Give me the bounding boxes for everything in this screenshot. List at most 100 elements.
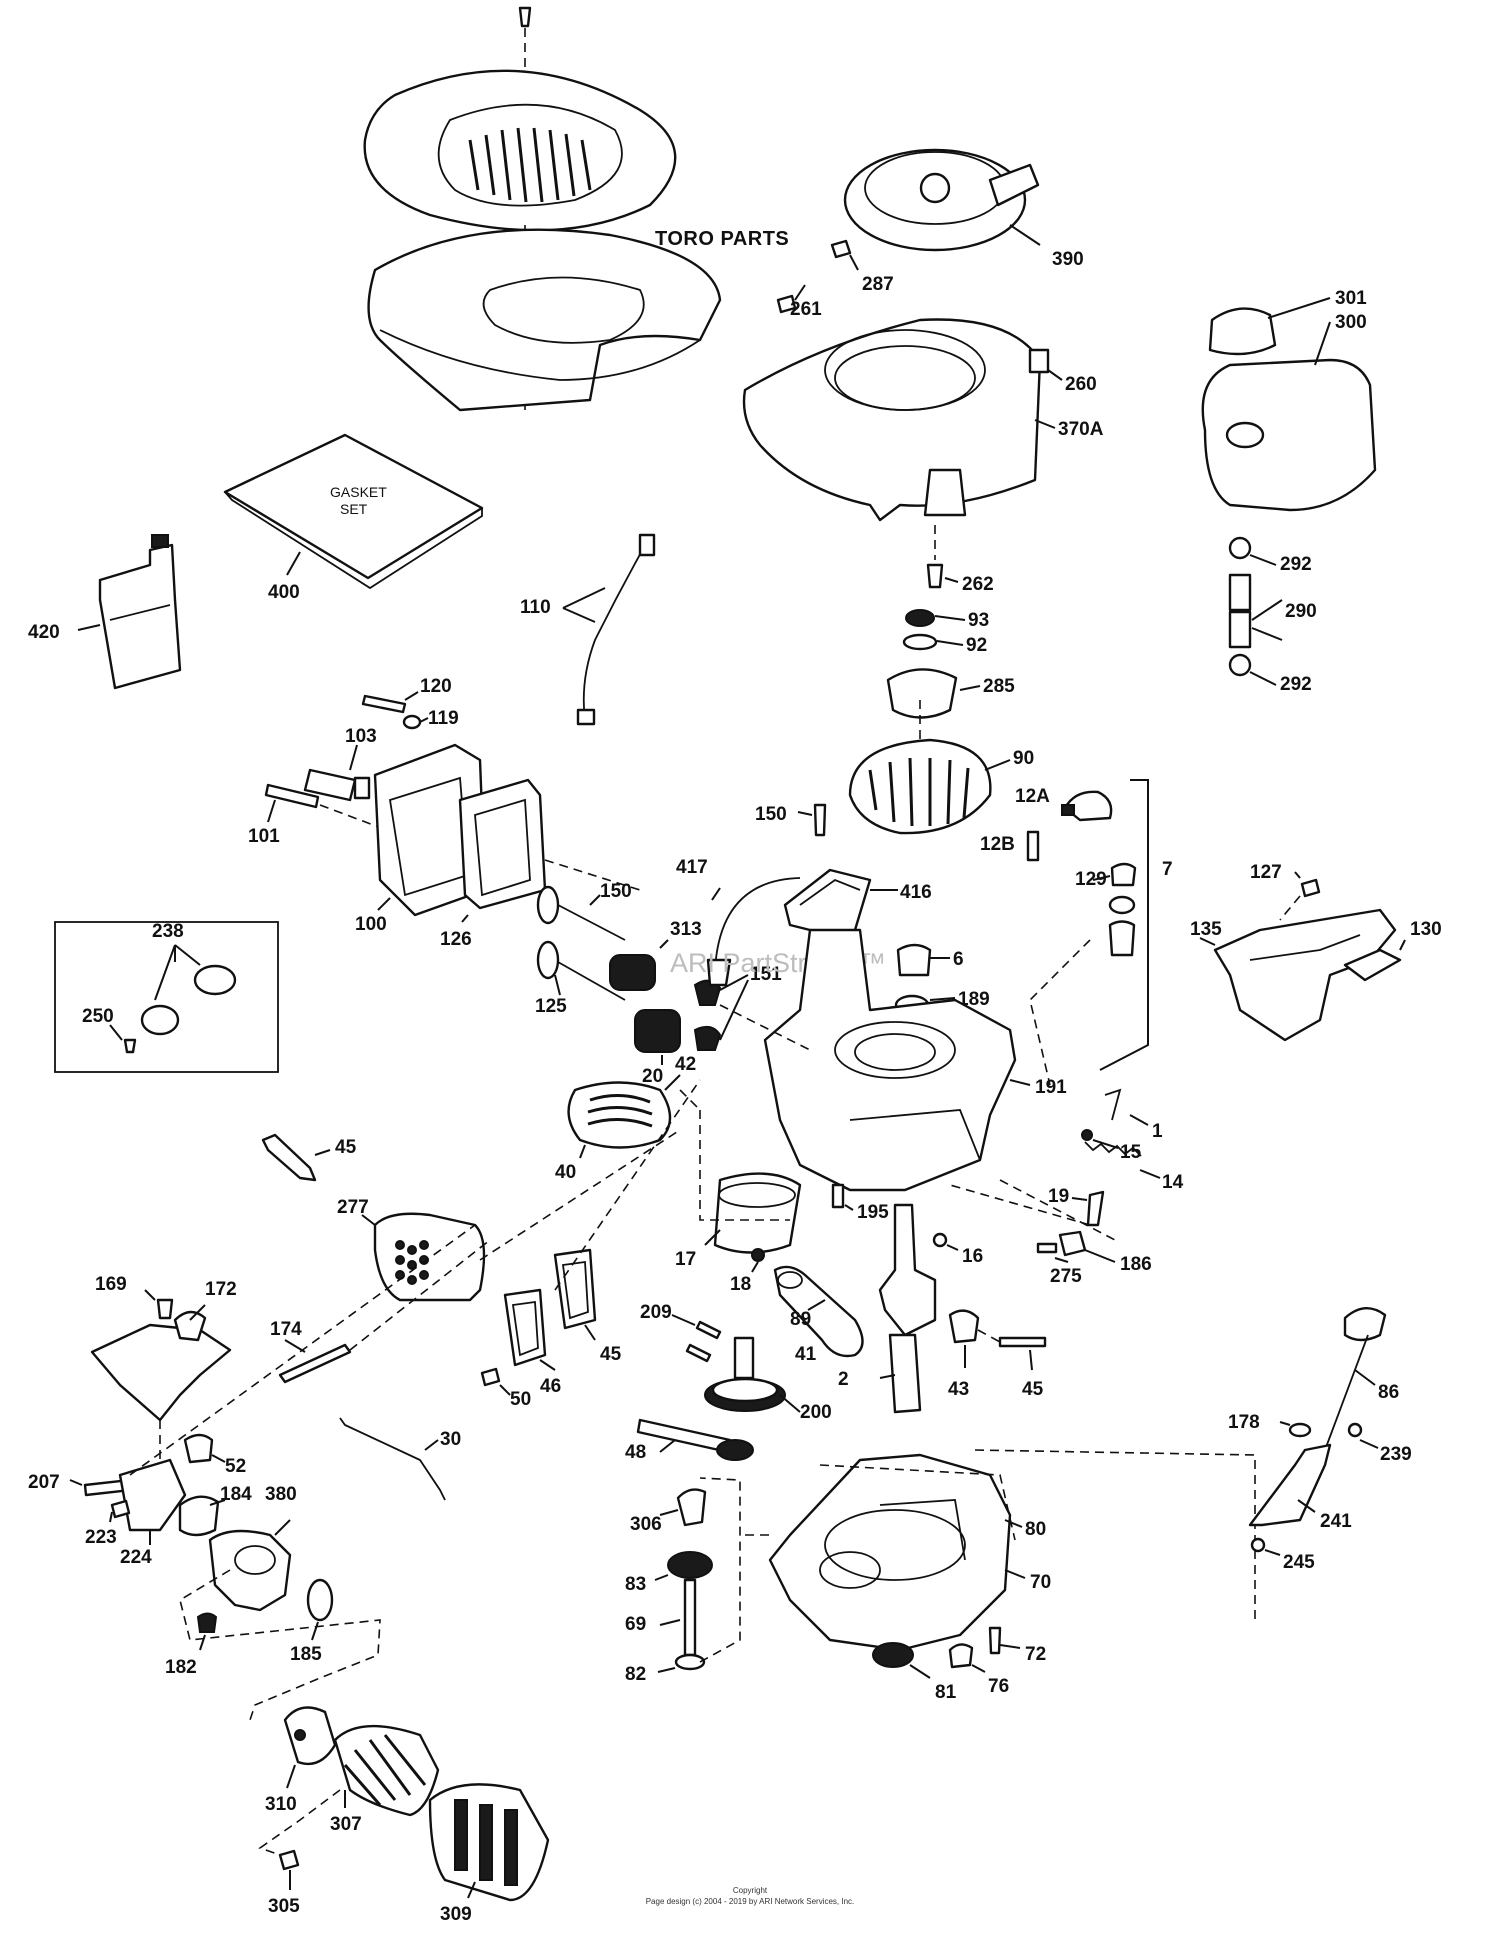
svg-text:GASKET: GASKET xyxy=(330,484,387,500)
part-number-label: 250 xyxy=(82,1006,114,1027)
part-number-label: 285 xyxy=(983,676,1015,697)
pin-2-icon xyxy=(831,1183,854,1211)
filter-element-icon xyxy=(333,1725,440,1817)
bolt-46-icon xyxy=(998,1336,1047,1371)
part-number-label: 119 xyxy=(428,708,459,729)
drain-plug-icon xyxy=(948,1643,986,1673)
part-number-label: 120 xyxy=(420,676,452,697)
part-number-label: 48 xyxy=(625,1442,646,1463)
valve-126-icon xyxy=(536,885,626,941)
part-number-label: 290 xyxy=(1285,601,1317,622)
part-number-label: 15 xyxy=(1120,1142,1142,1163)
ignition-coil-icon xyxy=(706,868,898,987)
part-number-label: 76 xyxy=(988,1676,1009,1697)
part-number-label: 130 xyxy=(1410,919,1442,940)
part-number-label: 262 xyxy=(962,574,994,595)
svg-text:SET: SET xyxy=(340,501,368,517)
part-416-icon xyxy=(140,944,237,1036)
fuel-cap-icon xyxy=(1208,297,1331,356)
part-number-label: 52 xyxy=(225,1456,246,1477)
screw-182-icon xyxy=(109,1499,131,1523)
part-number-label: 20 xyxy=(642,1066,663,1087)
part-number-label: 174 xyxy=(270,1319,302,1340)
part-number-label: 92 xyxy=(966,635,987,656)
part-number-label: 184 xyxy=(220,1484,252,1505)
part-number-label: 370A xyxy=(1058,419,1104,440)
part-number-label: 12B xyxy=(980,834,1015,855)
push-rod-52-icon xyxy=(636,1418,754,1461)
spark-plug-icon xyxy=(303,744,371,802)
brake-12A-icon xyxy=(1061,790,1113,822)
part-number-label: 277 xyxy=(337,1197,369,1218)
gasket-184-icon xyxy=(178,1495,226,1537)
part-number-label: 306 xyxy=(630,1514,662,1535)
screw-103-icon xyxy=(797,803,827,837)
part-number-label: 101 xyxy=(248,826,280,847)
washer-127-icon xyxy=(402,714,429,730)
screw-309-icon xyxy=(1347,1422,1379,1449)
part-number-label: 380 xyxy=(265,1484,297,1505)
part-number-label: 300 xyxy=(1335,312,1367,333)
part-number-label: 18 xyxy=(730,1274,751,1295)
copyright-line-2: Page design (c) 2004 - 2019 by ARI Netwo… xyxy=(645,1897,855,1906)
part-number-label: 186 xyxy=(1120,1254,1152,1275)
o-ring-306-icon xyxy=(1250,1537,1281,1556)
part-number-label: 245 xyxy=(1283,1552,1315,1573)
part-number-label: 200 xyxy=(800,1402,832,1423)
part-number-label: 45 xyxy=(600,1344,622,1365)
part-number-label: 103 xyxy=(345,726,377,747)
rod-277-icon xyxy=(278,1339,352,1384)
blower-housing-icon xyxy=(742,318,1056,522)
lever-16-icon xyxy=(1071,1190,1105,1227)
part-number-label: 110 xyxy=(520,597,551,618)
muffler-icon xyxy=(361,1212,486,1302)
part-number-label: 390 xyxy=(1052,249,1084,270)
screw-189-icon xyxy=(1294,871,1321,898)
screw-209-icon xyxy=(144,1289,174,1320)
valve-spring-upper-icon xyxy=(609,939,669,991)
part-number-label: 81 xyxy=(935,1682,957,1703)
flywheel-nut-icon xyxy=(905,609,966,627)
part-number-label: 185 xyxy=(290,1644,322,1665)
carburetor-icon xyxy=(208,1519,292,1612)
dipstick-tube-icon xyxy=(1248,1443,1332,1527)
seal-239-icon xyxy=(306,1578,334,1641)
control-bracket-icon xyxy=(90,1304,232,1422)
part-number-label: 19 xyxy=(1048,1186,1069,1207)
gasket-69-icon xyxy=(819,1464,1023,1541)
dipstick-cap-icon xyxy=(1324,1307,1387,1451)
screw-287-icon xyxy=(830,239,859,271)
part-number-label: 239 xyxy=(1380,1444,1412,1465)
nut-178-icon xyxy=(196,1612,218,1651)
crankcase-cover-icon xyxy=(768,1453,1026,1652)
part-number-label: 30 xyxy=(440,1429,461,1450)
part-number-label: 40 xyxy=(555,1162,576,1183)
cam-gear-icon xyxy=(704,1336,801,1413)
part-number-label: 69 xyxy=(625,1614,646,1635)
part-number-label: 70 xyxy=(1030,1572,1051,1593)
part-number-label: 41 xyxy=(795,1344,817,1365)
part-number-label: 275 xyxy=(1050,1266,1082,1287)
spring-12B-icon xyxy=(1026,830,1040,862)
part-number-label: 93 xyxy=(968,610,989,631)
part-number-label: 151 xyxy=(750,964,782,985)
screw-261-icon xyxy=(776,284,806,314)
screw-262-icon xyxy=(926,563,959,589)
part-number-label: 150 xyxy=(600,881,632,902)
part-number-label: 125 xyxy=(535,996,567,1017)
crankshaft-icon xyxy=(878,1203,937,1414)
washer-14-icon xyxy=(1081,1129,1119,1149)
spring-19-icon xyxy=(1084,1141,1161,1179)
part-number-label: 209 xyxy=(640,1302,672,1323)
part-number-label: 292 xyxy=(1280,554,1312,575)
part-number-label: 82 xyxy=(625,1664,646,1685)
part-number-label: 417 xyxy=(676,857,708,878)
part-number-label: 6 xyxy=(953,949,964,970)
recoil-starter-icon xyxy=(843,148,1041,252)
head-gasket-icon xyxy=(458,778,547,923)
part-number-label: 43 xyxy=(948,1379,969,1400)
part-number-label: 2 xyxy=(838,1369,849,1390)
screw-417-icon xyxy=(109,1024,137,1054)
part-number-label: 12A xyxy=(1015,786,1050,807)
